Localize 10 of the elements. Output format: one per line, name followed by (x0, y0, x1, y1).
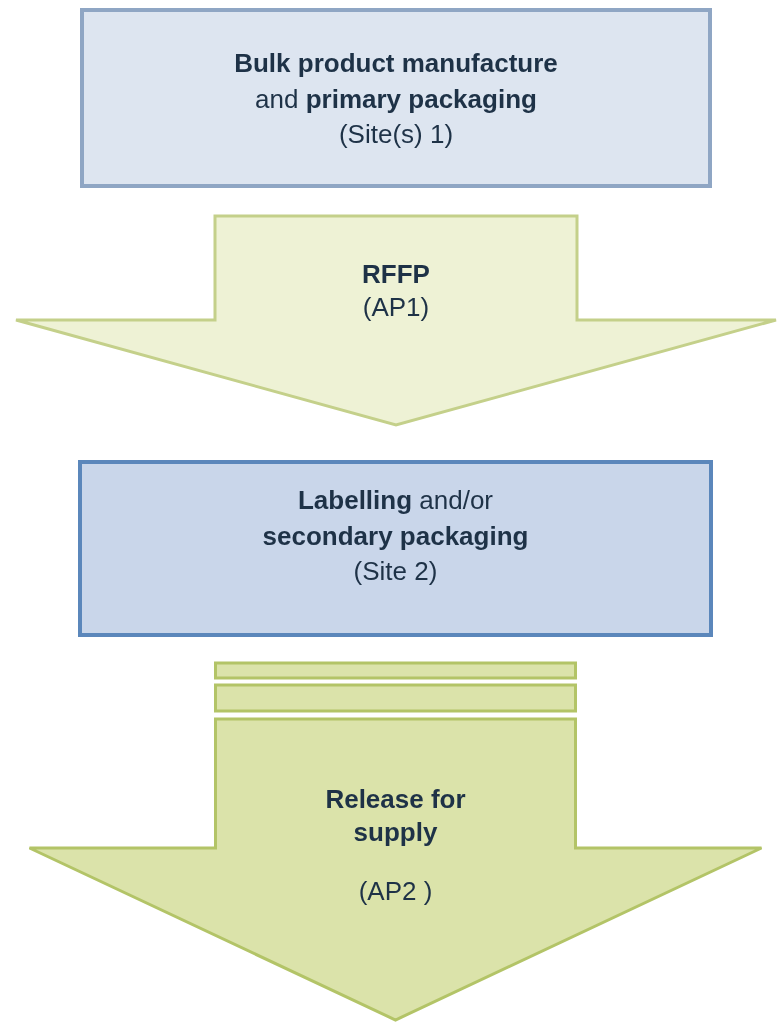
block-arrow (14, 214, 778, 427)
step-subtitle: (Site(s) 1) (337, 118, 455, 151)
block-arrow (28, 661, 763, 1022)
edge-label: Release for supply (AP2 ) (324, 783, 467, 908)
step-subtitle: (Site 2) (352, 555, 439, 588)
step-heading: Labelling and/or secondary packaging (261, 484, 530, 553)
edge-label: RFFP (AP1) (361, 258, 431, 324)
process-box (80, 8, 712, 188)
process-box (78, 460, 713, 637)
step-heading: Bulk product manufacture and primary packaging (233, 47, 559, 116)
